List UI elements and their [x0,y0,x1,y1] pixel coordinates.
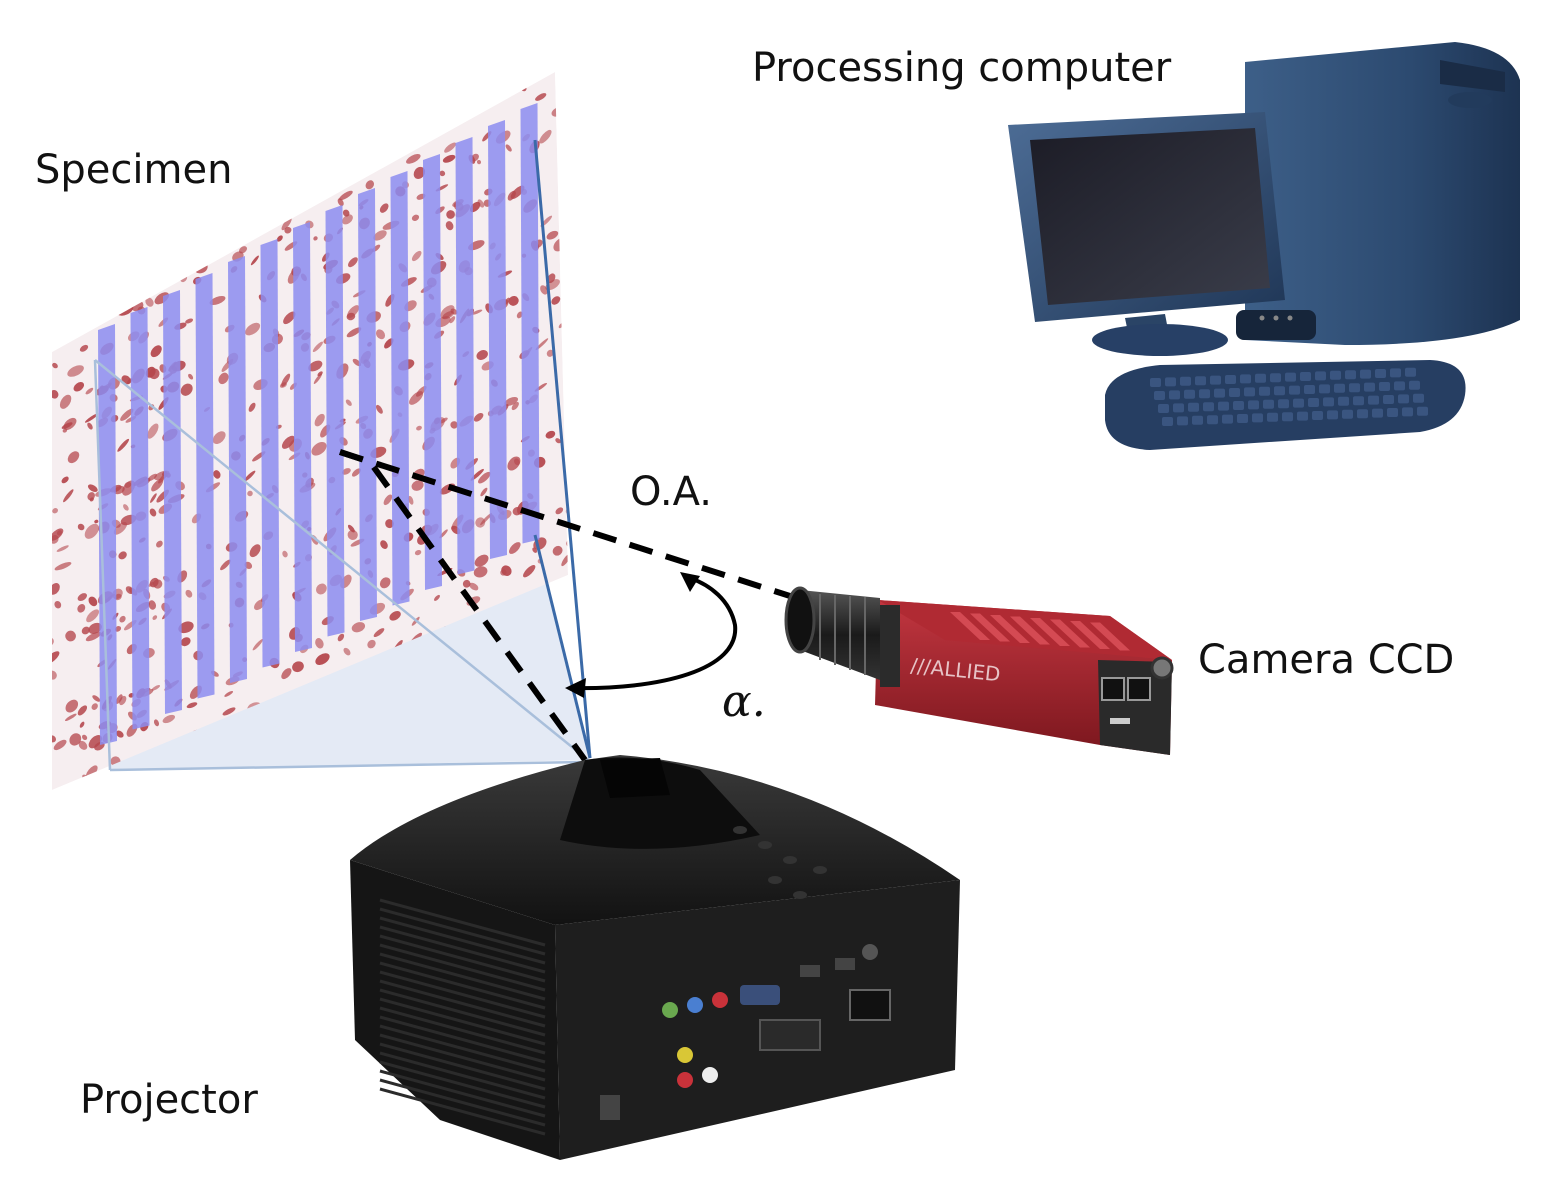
processing-computer [1008,42,1520,450]
keyboard-keys [1150,367,1428,426]
camera-ccd-label: Camera CCD [1198,637,1455,683]
specimen-label: Specimen [35,147,233,193]
angle-arc [565,572,738,698]
processing-computer-label: Processing computer [752,45,1172,91]
projector-vents [379,898,546,1136]
fringe-pattern [98,103,540,745]
projector-label: Projector [80,1077,258,1123]
camera-heat-fins [950,612,1130,651]
camera-ccd [784,586,1174,755]
optical-axis-label: O.A. [630,469,712,515]
specimen-plane [52,72,568,790]
angle-alpha-label: α. [722,676,766,727]
projector [350,755,960,1160]
projector-ports [600,944,891,1120]
optical-axis-lines [339,449,791,762]
beam-edges [93,139,592,772]
